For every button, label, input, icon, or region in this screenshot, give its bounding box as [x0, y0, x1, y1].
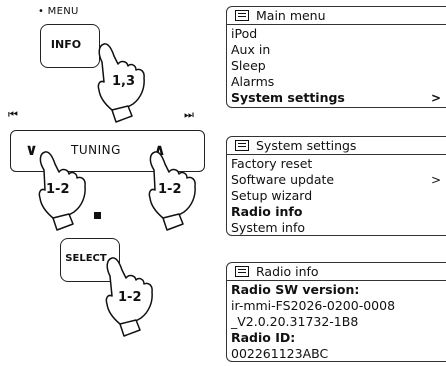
- tuning-label: TUNING: [71, 143, 121, 157]
- tuning-rocker: ∨ TUNING ∧: [10, 130, 205, 172]
- screen-title: Main menu: [256, 8, 326, 23]
- menu-item-selected[interactable]: System settings >: [231, 90, 446, 106]
- screen-title: System settings: [256, 138, 357, 153]
- tuning-down-button[interactable]: ∨: [25, 140, 38, 159]
- remote-controls: • MENU INFO ⏮ ⏭ ∨ TUNING ∧ SELECT: [0, 0, 205, 366]
- screen-title-bar: Radio info: [227, 263, 446, 281]
- info-value: 002261123ABC: [231, 346, 329, 361]
- info-button-label: INFO: [50, 37, 82, 51]
- screen-title-bar: System settings: [227, 137, 446, 155]
- screen-title-bar: Main menu: [227, 7, 446, 25]
- submenu-arrow-icon: >: [431, 91, 442, 105]
- menu-item[interactable]: Factory reset: [231, 156, 313, 171]
- radio-info-screen: Radio info Radio SW version: ir-mmi-FS20…: [226, 262, 446, 362]
- menu-item[interactable]: Software update >: [231, 172, 446, 188]
- menu-list-icon: [235, 266, 249, 277]
- pointing-hand-icon: [148, 151, 196, 231]
- info-label: Radio SW version:: [231, 282, 360, 297]
- submenu-arrow-icon: >: [431, 173, 442, 187]
- pointing-hand-icon: [97, 43, 145, 123]
- skip-forward-icon: ⏭: [184, 108, 194, 121]
- tuning-right-step-label: 1-2: [158, 182, 182, 197]
- screen-title: Radio info: [256, 264, 319, 279]
- info-button[interactable]: INFO: [40, 24, 100, 68]
- pointing-hands: [38, 43, 196, 337]
- menu-item-label: System settings: [231, 90, 345, 105]
- menu-item[interactable]: Alarms: [231, 74, 275, 89]
- stop-icon: [94, 212, 101, 219]
- menu-item[interactable]: Setup wizard: [231, 188, 313, 203]
- pointing-hand-icon: [105, 257, 153, 337]
- info-value: _V2.0.20.31732-1B8: [231, 314, 359, 329]
- menu-item[interactable]: iPod: [231, 26, 258, 41]
- menu-item-selected[interactable]: Radio info: [231, 204, 303, 219]
- menu-caption: • MENU: [38, 6, 79, 17]
- tuning-left-step-label: 1-2: [46, 182, 70, 197]
- select-step-label: 1-2: [118, 290, 142, 305]
- info-step-label: 1,3: [112, 74, 136, 89]
- system-settings-screen: System settings Factory reset Software u…: [226, 136, 446, 236]
- menu-item[interactable]: Sleep: [231, 58, 266, 73]
- menu-item[interactable]: Aux in: [231, 42, 271, 57]
- info-label: Radio ID:: [231, 330, 296, 345]
- menu-item-label: Software update: [231, 172, 335, 187]
- menu-item[interactable]: System info: [231, 220, 306, 235]
- menu-list-icon: [235, 140, 249, 151]
- select-button-label: SELECT: [65, 252, 107, 264]
- pointing-hand-icon: [38, 151, 86, 231]
- info-value: ir-mmi-FS2026-0200-0008: [231, 298, 396, 313]
- skip-back-icon: ⏮: [8, 108, 18, 121]
- menu-list-icon: [235, 10, 249, 21]
- main-menu-screen: Main menu iPod Aux in Sleep Alarms Syste…: [226, 6, 446, 108]
